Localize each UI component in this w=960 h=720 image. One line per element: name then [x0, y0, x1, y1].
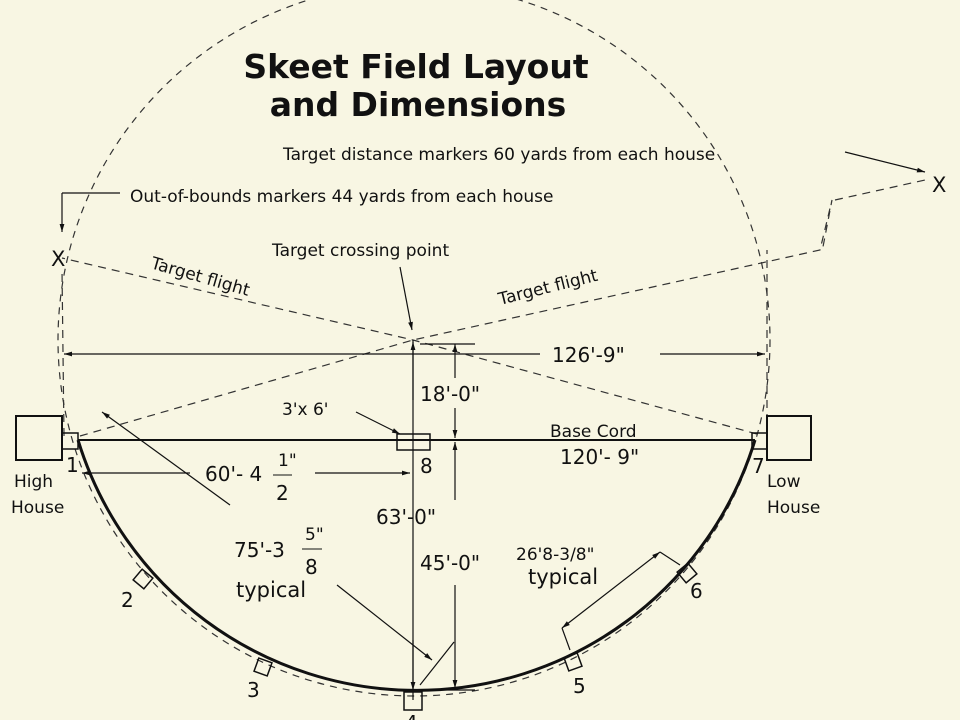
title-line-2: and Dimensions	[270, 85, 567, 124]
crossing-point-label: Target crossing point	[271, 241, 449, 261]
dim-26-line	[561, 551, 661, 629]
high-house	[15, 415, 63, 461]
dim-60-whole: 60'- 4	[205, 462, 262, 486]
station-7-label: 7	[752, 454, 765, 478]
leader-typical-tick	[419, 641, 455, 686]
low-house-label-2: House	[767, 498, 820, 518]
station-4-label: 4	[405, 711, 418, 720]
dim-60-numerator: 1"	[278, 451, 297, 471]
dim-75-whole: 75'-3	[234, 538, 285, 562]
marker-x-right: X	[932, 173, 946, 197]
dim-18-label: 18'-0"	[420, 382, 480, 406]
low-house-label-1: Low	[767, 472, 801, 492]
dim-26-label: 26'8-3/8"	[516, 545, 594, 565]
base-cord-length: 120'- 9"	[560, 445, 639, 469]
marker-x-left: X	[51, 247, 65, 271]
leader-crossing	[399, 266, 413, 331]
station-2-label: 2	[121, 588, 134, 612]
title-line-1: Skeet Field Layout	[243, 47, 588, 86]
station-5-label: 5	[573, 674, 586, 698]
target-flight-right-label: Target flight	[495, 266, 600, 310]
station-1-pad	[61, 432, 79, 450]
leader-75	[101, 411, 231, 506]
station-6-pad	[676, 562, 698, 584]
low-house	[766, 415, 812, 461]
station-3-label: 3	[247, 678, 260, 702]
dim-75-numerator: 5"	[305, 525, 324, 545]
dim-75-denominator: 8	[305, 555, 318, 579]
dim-60-denominator: 2	[276, 481, 289, 505]
station-6-label: 6	[690, 579, 703, 603]
station-1-label: 1	[66, 453, 79, 477]
station-5-pad	[563, 652, 583, 672]
station-8-label: 8	[420, 454, 433, 478]
boundary-circle	[57, 0, 771, 697]
leader-typical	[336, 584, 433, 661]
typical-label-2: typical	[528, 565, 598, 589]
out-of-bounds-label: Out-of-bounds markers 44 yards from each…	[130, 187, 553, 207]
leader-pad	[355, 411, 401, 435]
high-house-label-1: High	[14, 472, 53, 492]
dim-26-ext	[561, 551, 681, 651]
station-7-pad	[751, 432, 768, 450]
station-arc	[76, 439, 757, 692]
width-dimension-label: 126'-9"	[552, 343, 625, 367]
leader-markers	[844, 151, 926, 173]
typical-label: typical	[236, 578, 306, 602]
station-3-pad	[253, 657, 273, 677]
dim-63-label: 63'-0"	[376, 505, 436, 529]
dim-45-label: 45'-0"	[420, 551, 480, 575]
station-2-pad	[132, 568, 154, 590]
target-markers-label: Target distance markers 60 yards from ea…	[282, 145, 715, 165]
target-flight-left-label: Target flight	[148, 253, 253, 301]
high-house-label-2: House	[11, 498, 64, 518]
pad-size-label: 3'x 6'	[282, 400, 328, 420]
target-flight-lines	[61, 179, 926, 437]
base-cord-label: Base Cord	[550, 422, 637, 442]
